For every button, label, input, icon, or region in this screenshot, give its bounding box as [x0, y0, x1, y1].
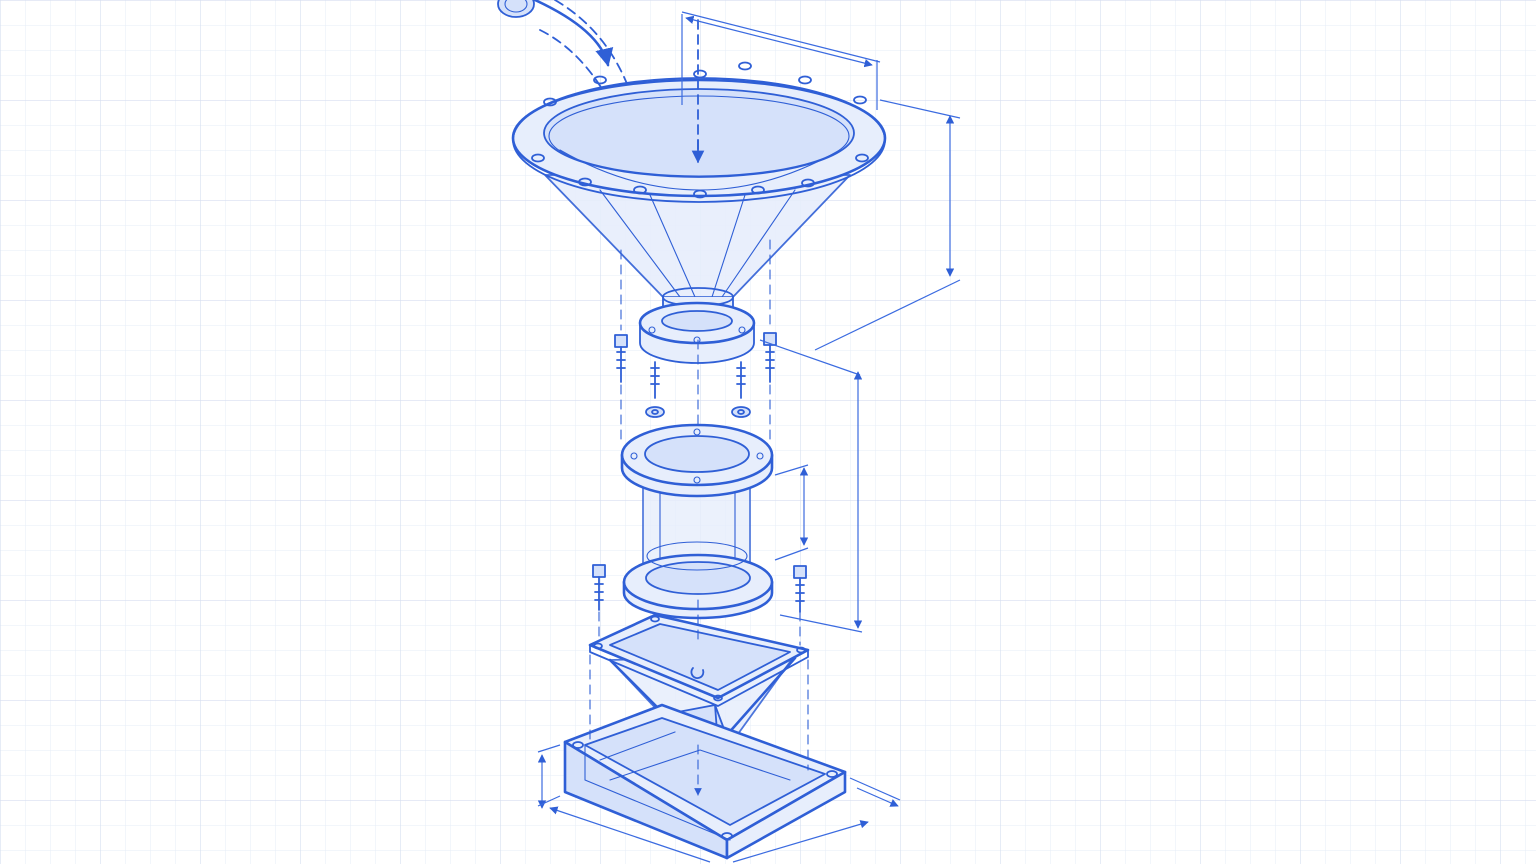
funnel-outlet-flange: [638, 301, 756, 364]
transparent-tube: [620, 423, 774, 620]
funnel-bolt-holes: [531, 61, 869, 199]
collection-tray: [563, 703, 847, 860]
flange-bolts-upper: [614, 332, 777, 399]
dimension-lines: [537, 11, 961, 863]
flange-nuts: [645, 406, 751, 418]
hopper-funnel: [511, 61, 887, 336]
flange-bolts-lower: [592, 564, 807, 613]
